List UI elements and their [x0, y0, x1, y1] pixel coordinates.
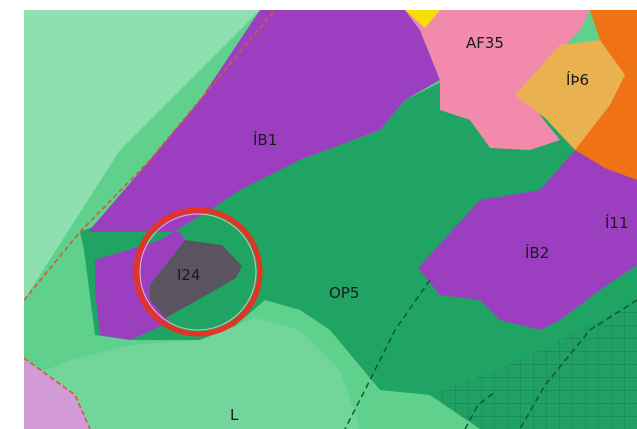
boundary-line	[24, 10, 276, 301]
zone-ip6-area[interactable]	[515, 40, 625, 150]
zone-af35-area[interactable]	[405, 10, 590, 150]
label-ip6: ÍÞ6	[566, 70, 589, 89]
zone-yellow-area[interactable]	[405, 10, 440, 28]
label-i24: I24	[177, 266, 201, 284]
label-af35: AF35	[466, 34, 504, 52]
grid-hatch-overlay	[430, 300, 637, 429]
dashed-path-2	[519, 299, 637, 429]
dashed-path-1	[344, 279, 431, 429]
label-op5: OP5	[329, 284, 359, 302]
highlight-circle-inner	[139, 213, 257, 331]
zone-lilac-area[interactable]	[24, 358, 90, 429]
zone-l-area[interactable]	[24, 318, 360, 429]
mint-zone-upper-left	[24, 10, 260, 300]
map-canvas: ÍB1 ÍB2 Í11 AF35 ÍÞ6 OP5 I24 L	[24, 10, 637, 429]
zone-orange-area[interactable]	[575, 10, 637, 180]
label-ib2: ÍB2	[525, 243, 549, 262]
dashed-path-3	[464, 391, 496, 429]
label-i11: Í11	[605, 213, 629, 232]
zone-ib2-area[interactable]	[418, 150, 637, 330]
highlight-circle	[133, 207, 263, 337]
zone-ib1-area[interactable]	[88, 10, 440, 340]
label-ib1: ÍB1	[253, 130, 277, 149]
zone-i24-area[interactable]	[150, 240, 242, 318]
label-l: L	[230, 406, 239, 424]
